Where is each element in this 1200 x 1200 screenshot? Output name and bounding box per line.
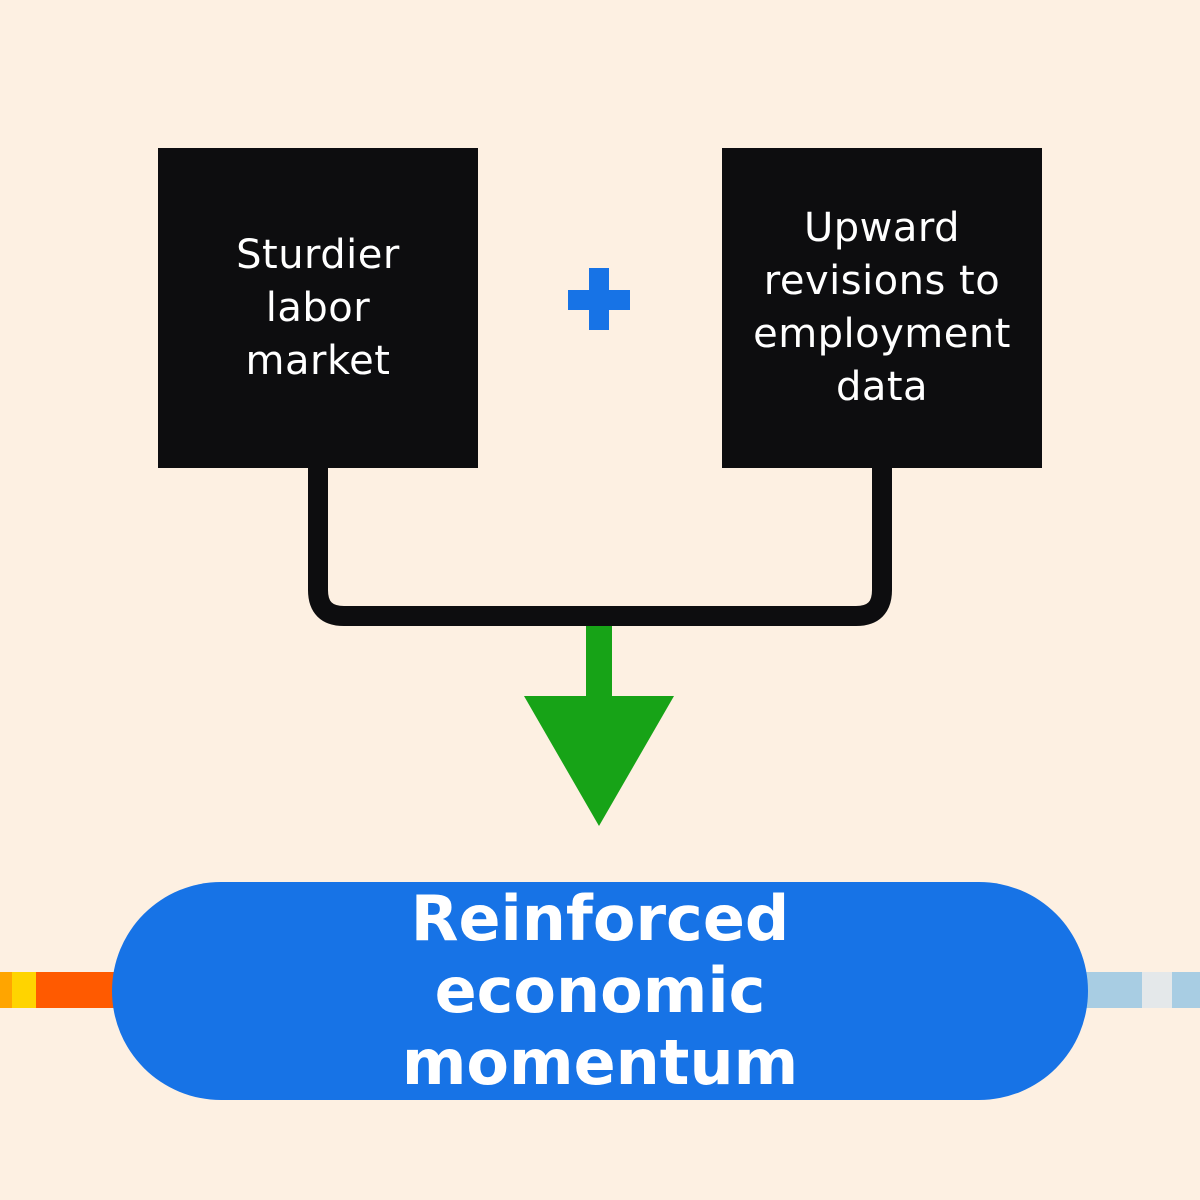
merge-connector [308, 468, 892, 626]
left-decorative-strip-red [36, 972, 116, 1008]
result-pill: Reinforced economic momentum [112, 882, 1088, 1100]
result-label: Reinforced economic momentum [401, 882, 799, 1099]
left-input-label: Sturdier labor market [236, 231, 400, 384]
left-input-box: Sturdier labor market [158, 148, 478, 468]
right-input-label: Upward revisions to employment data [753, 205, 1011, 410]
left-decorative-strip-yellow [12, 972, 36, 1008]
right-decorative-strip-blue [1084, 972, 1142, 1008]
plus-icon-vertical [589, 268, 609, 330]
right-decorative-strip-gray [1142, 972, 1172, 1008]
right-input-box: Upward revisions to employment data [722, 148, 1042, 468]
arrow-shaft [586, 626, 612, 698]
right-decorative-strip-blue-end [1172, 972, 1200, 1008]
left-decorative-strip-orange [0, 972, 12, 1008]
down-arrow-icon [524, 696, 674, 826]
